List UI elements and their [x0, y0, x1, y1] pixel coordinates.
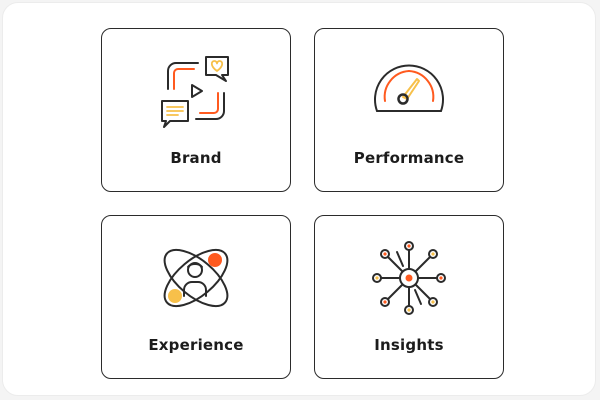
- card-insights[interactable]: Insights: [314, 215, 504, 379]
- page-frame: Brand Performance: [2, 2, 596, 396]
- card-label-insights: Insights: [374, 336, 444, 354]
- card-brand[interactable]: Brand: [101, 28, 291, 192]
- network-hub-icon: [367, 236, 451, 320]
- card-experience[interactable]: Experience: [101, 215, 291, 379]
- speedometer-icon: [367, 49, 451, 133]
- card-performance[interactable]: Performance: [314, 28, 504, 192]
- social-media-icon: [154, 49, 238, 133]
- card-label-brand: Brand: [170, 149, 222, 167]
- card-label-performance: Performance: [353, 149, 465, 167]
- user-orbit-icon: [154, 236, 238, 320]
- card-label-experience: Experience: [148, 336, 244, 354]
